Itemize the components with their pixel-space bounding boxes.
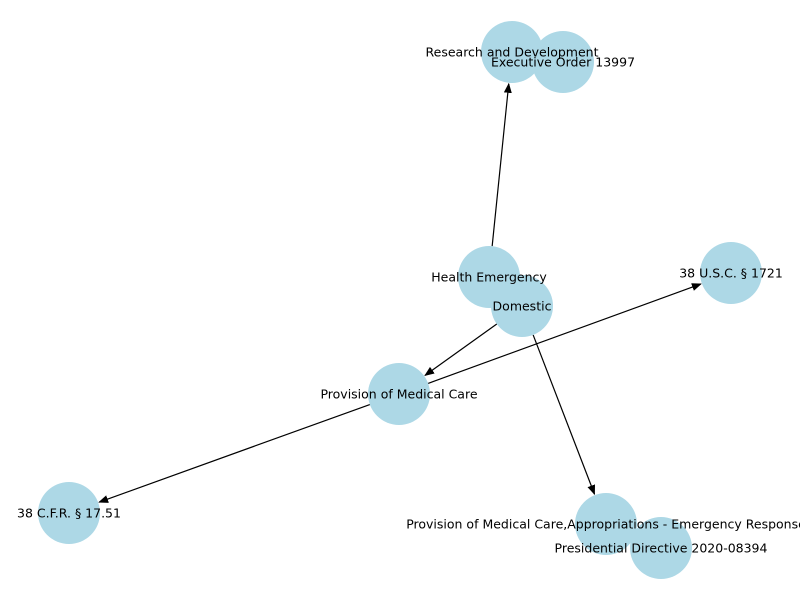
node-eo[interactable]	[532, 31, 594, 93]
nodes-layer	[38, 21, 762, 579]
edge-provision-to-usc	[427, 283, 702, 384]
node-label-health: Health Emergency	[431, 270, 547, 285]
node-label-research: Research and Development	[426, 45, 599, 60]
node-label-provision: Provision of Medical Care	[320, 387, 477, 402]
node-label-domestic: Domestic	[493, 299, 552, 314]
node-label-approp: Provision of Medical Care,Appropriations…	[406, 517, 800, 532]
edge-health-to-research	[491, 82, 512, 247]
edge-domestic-to-provision	[424, 323, 498, 376]
node-usc[interactable]	[700, 242, 762, 304]
node-pd[interactable]	[630, 517, 692, 579]
node-approp[interactable]	[575, 493, 637, 555]
node-label-pd: Presidential Directive 2020-08394	[555, 541, 768, 556]
node-research[interactable]	[481, 21, 543, 83]
edge-provision-to-cfr	[98, 403, 371, 503]
node-provision[interactable]	[368, 363, 430, 425]
node-cfr[interactable]	[38, 482, 100, 544]
edge-domestic-to-approp	[532, 334, 596, 496]
node-domestic[interactable]	[491, 275, 553, 337]
edges-layer	[98, 82, 702, 503]
node-label-usc: 38 U.S.C. § 1721	[679, 266, 783, 281]
node-label-cfr: 38 C.F.R. § 17.51	[17, 506, 121, 521]
node-label-eo: Executive Order 13997	[491, 55, 635, 70]
